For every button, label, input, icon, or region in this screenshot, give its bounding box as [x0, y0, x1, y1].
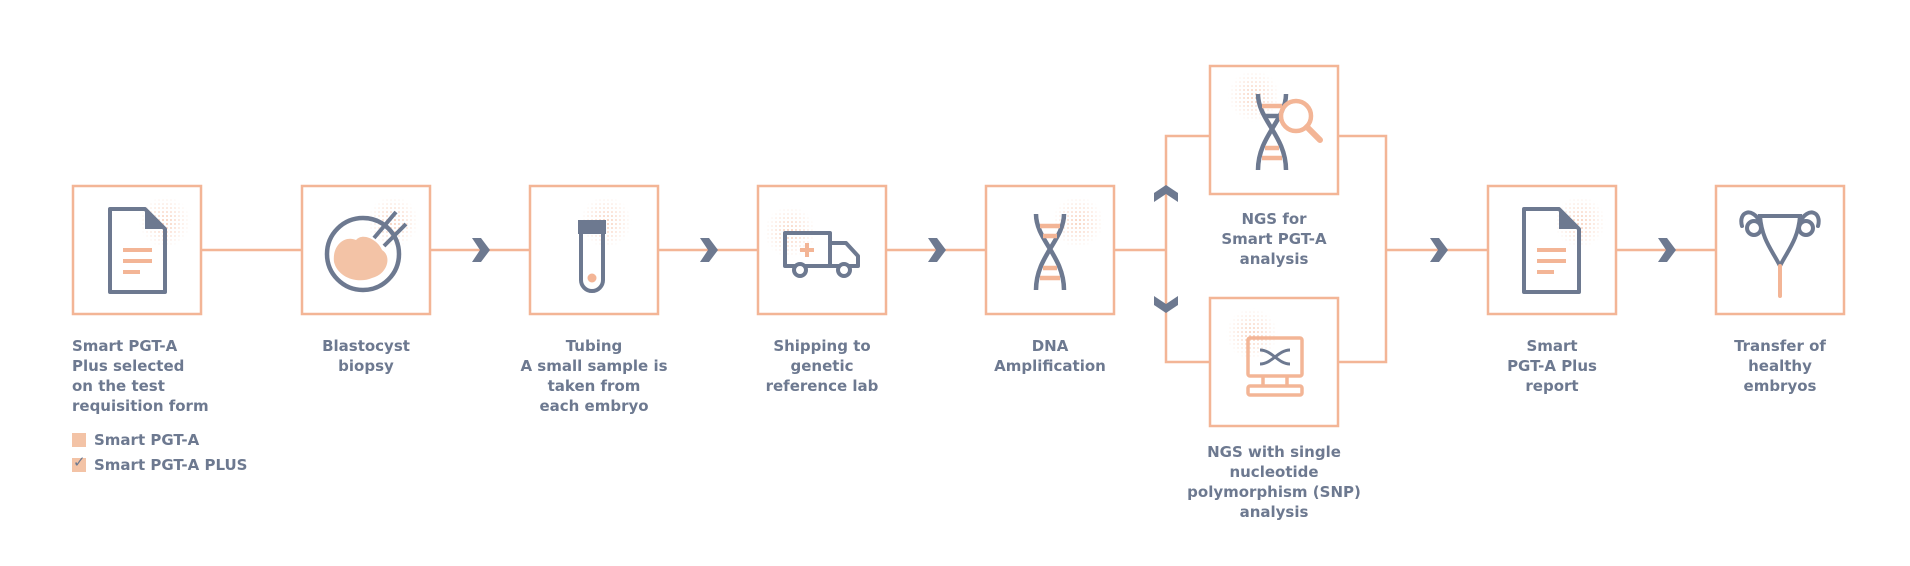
step-6-label: NGS for Smart PGT-A analysis: [1221, 210, 1327, 268]
step-4-label: Shipping to genetic reference lab: [765, 337, 879, 395]
computer-dna-icon: [1246, 336, 1304, 397]
step-2-label: Blastocyst biopsy: [322, 337, 410, 375]
checkbox-checked[interactable]: ✓: [72, 453, 86, 472]
report-document-icon: [1522, 207, 1581, 294]
connector-lines: [201, 134, 1716, 364]
arrow-down-icon: [1154, 296, 1178, 313]
checkbox-unchecked[interactable]: [72, 433, 86, 447]
arrow-right-icon: [1430, 238, 1448, 262]
test-tube-icon: [578, 220, 606, 293]
option-smart-pgt-a[interactable]: Smart PGT-A: [72, 430, 199, 450]
step-1-label: Smart PGT-A Plus selected on the test re…: [72, 337, 209, 415]
step-9-label: Transfer of healthy embryos: [1734, 337, 1826, 395]
ambulance-truck-icon: [783, 231, 860, 278]
dna-magnifier-icon: [1255, 93, 1323, 171]
arrow-right-icon: [1658, 238, 1676, 262]
option-label: Smart PGT-A PLUS: [94, 456, 248, 474]
arrow-right-icon: [700, 238, 718, 262]
arrow-right-icon: [928, 238, 946, 262]
step-5-label: DNA Amplification: [994, 337, 1106, 375]
step-7-label: NGS with single nucleotide polymorphism …: [1187, 443, 1361, 521]
biopsy-dish-icon: [324, 210, 408, 293]
check-icon: ✓: [73, 453, 86, 471]
arrow-right-icon: [472, 238, 490, 262]
option-smart-pgt-a-plus[interactable]: ✓ Smart PGT-A PLUS: [72, 453, 248, 475]
arrow-up-icon: [1154, 185, 1178, 202]
step-3-label: Tubing A small sample is taken from each…: [520, 337, 668, 415]
flow-arrows: [472, 185, 1676, 313]
document-icon: [108, 207, 167, 294]
option-label: Smart PGT-A: [94, 431, 200, 449]
uterus-icon: [1739, 210, 1821, 298]
dna-icon: [1033, 213, 1067, 291]
step-8-label: Smart PGT-A Plus report: [1507, 337, 1597, 395]
